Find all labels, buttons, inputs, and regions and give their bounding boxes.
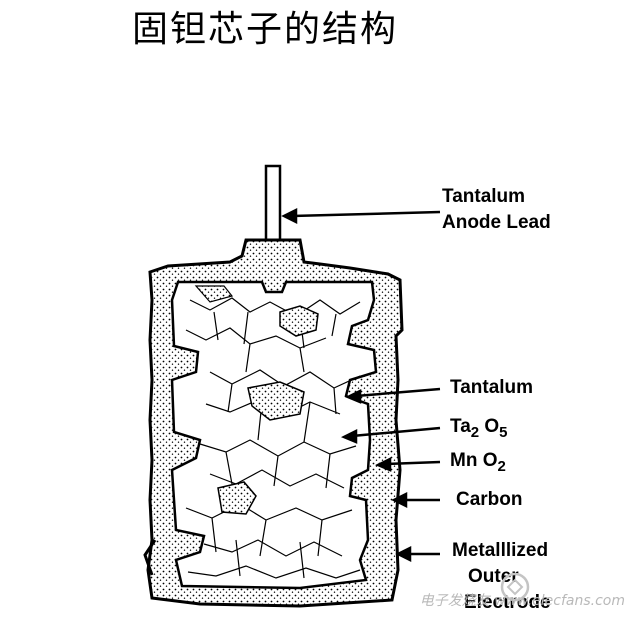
label-tantalum-anode-lead: Tantalum Anode Lead [442,186,551,233]
leader-arrows [281,207,441,563]
label-mno2: Mn O2 [450,450,506,475]
label-tantalum: Tantalum [450,377,534,398]
tantalum-porous-core [170,280,378,590]
arrow-anode-lead [281,207,441,225]
label-ta2o5: Ta2 O5 [450,416,508,441]
arrow-carbon [391,491,440,509]
arrow-mno2 [374,456,441,472]
label-carbon: Carbon [456,489,523,510]
watermark-logo-icon [500,572,530,602]
page-title: 固钽芯子的结构 [132,9,399,50]
label-metallized-outer-electrode: Metalllized Outer Electrode [452,540,551,613]
arrow-ta2o5 [340,426,441,444]
arrow-tantalum [344,387,441,404]
watermark-text: 电子发烧友 www.elecfans.com [419,593,625,609]
arrow-outer-electrode [395,545,440,563]
